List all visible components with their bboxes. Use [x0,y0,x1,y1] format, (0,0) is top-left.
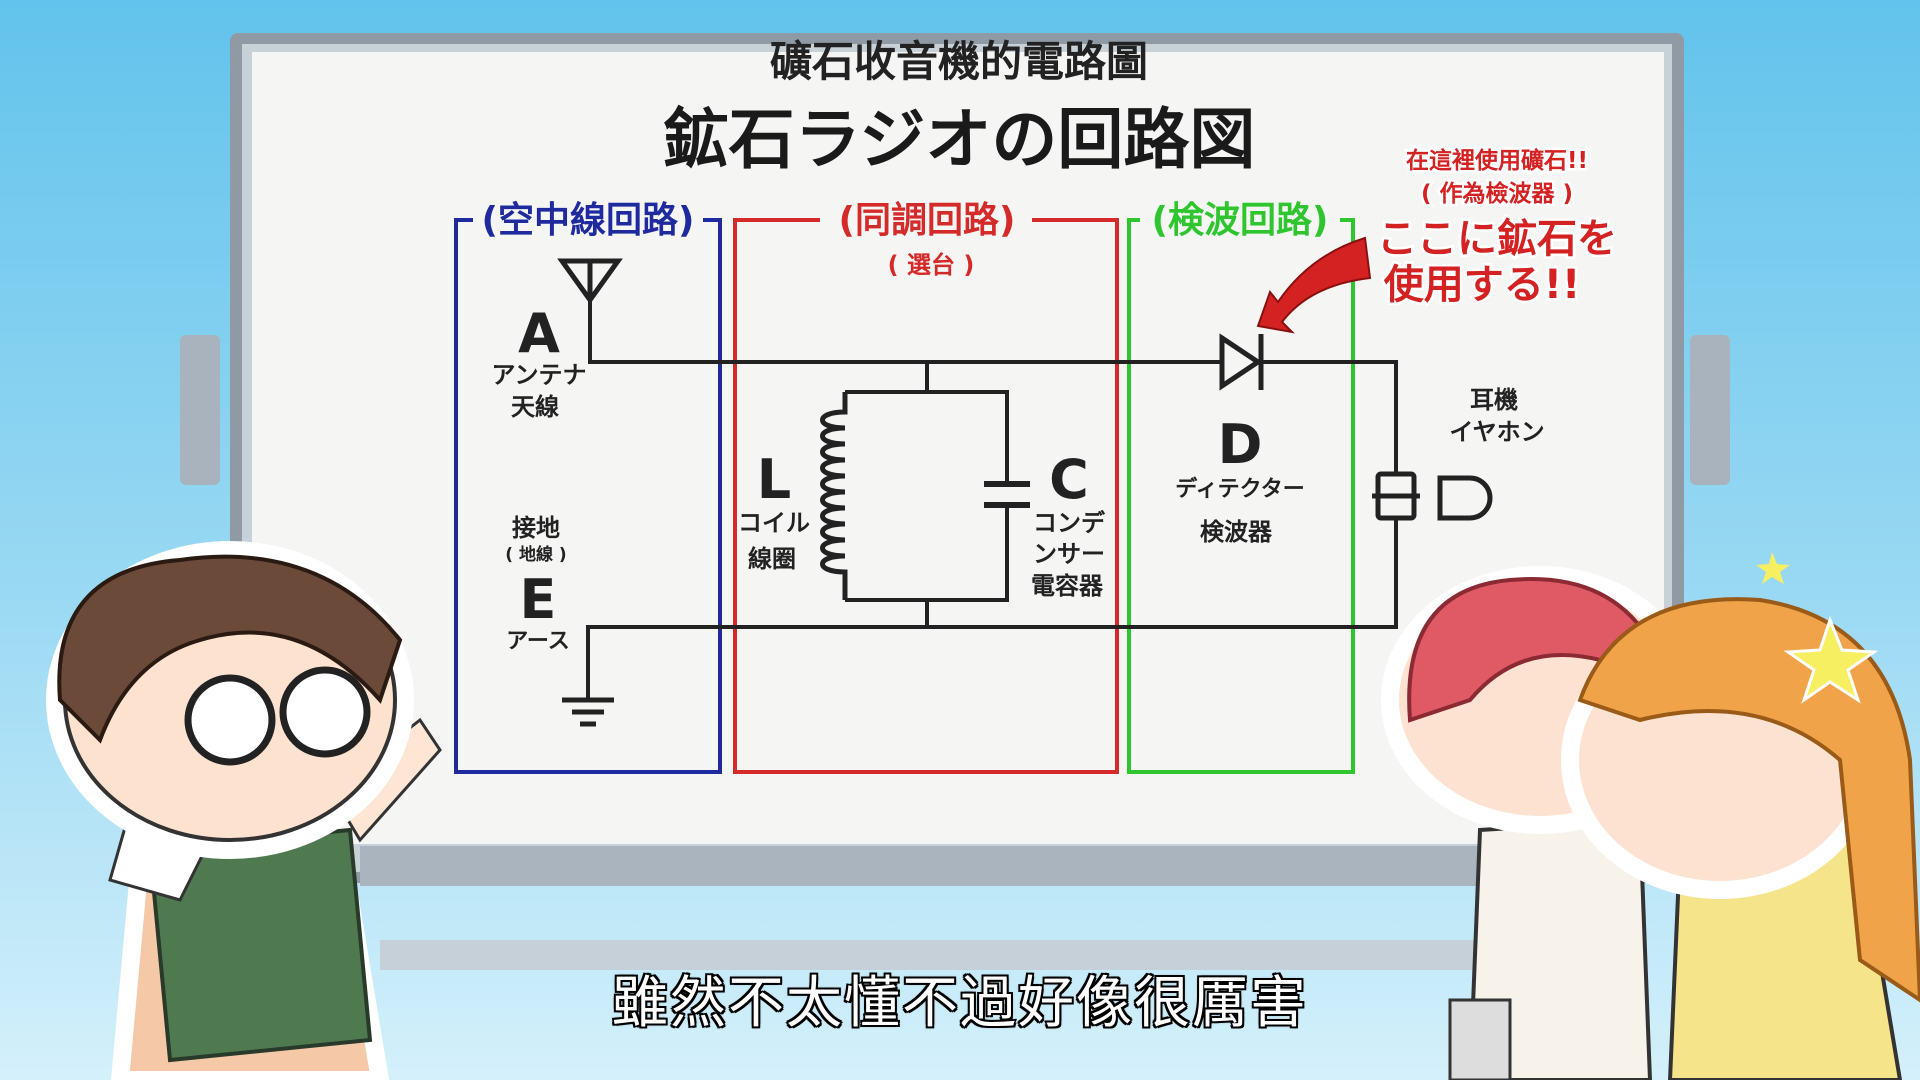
ground-symbol [562,697,614,727]
antenna-ja: アンテナ [491,361,586,389]
title-ja: 鉱石ラジオの回路図 [663,101,1256,178]
capacitor-zh: 電容器 [1031,572,1104,600]
red-arrow-icon [1256,236,1372,334]
capacitor-letter: C [1049,448,1089,511]
earphone-ja: イヤホン [1449,418,1544,446]
character-orange-hair-girl [1561,552,1920,1080]
antenna-circuit-label: (空中線回路) [482,200,695,241]
earphone-zh: 耳機 [1470,386,1518,414]
antenna-zh: 天線 [511,393,559,421]
ground-letter: E [520,568,557,631]
whiteboard [180,33,1730,970]
ground-zh-sub: ( 地線 ) [505,544,566,565]
annotation-zh-1: 在這裡使用礦石!! [1406,147,1588,174]
ground-ja: アース [506,629,570,654]
earphone-symbol [1372,471,1493,521]
antenna-letter: A [518,302,560,365]
bag [1448,998,1512,1080]
sparkle-star-small-icon [1756,552,1790,584]
antenna-symbol [557,258,623,305]
board-stand-right [1690,335,1730,485]
diode-zh: 検波器 [1200,518,1273,546]
diode-ja: ディテクター [1175,476,1305,502]
coil-ja: コイル [738,509,810,537]
glasses-icon [184,666,371,766]
capacitor-symbol [984,481,1030,508]
sparkle-star-icon [1783,615,1879,704]
annotation: 在這裡使用礦石!! ( 作為檢波器 ) ここに鉱石を 使用する!! [1375,145,1620,311]
board-tray [380,940,1540,970]
coil-symbol [820,392,848,600]
coil-zh: 線圈 [748,545,796,573]
tuning-circuit-sublabel: ( 選台 ) [888,251,975,279]
hair [57,554,403,744]
diode-letter: D [1218,413,1263,476]
ground-zh: 接地 [512,514,560,542]
character-glasses-man [46,541,442,1080]
annotation-ja-1: ここに鉱石を [1377,216,1617,262]
annotation-ja-2: 使用する!! [1384,262,1580,308]
diode-symbol [1219,333,1264,391]
annotation-zh-2: ( 作為檢波器 ) [1421,180,1573,207]
board-stand-left [180,335,220,485]
detector-circuit-label: (検波回路) [1152,200,1329,241]
subtitle: 雖然不太懂不過好像很厲害 [611,970,1308,1038]
capacitor-ja-2: ンサー [1033,540,1105,568]
capacitor-ja-1: コンデ [1033,509,1106,537]
coil-letter: L [757,448,791,511]
tuning-circuit-label: (同調回路) [839,200,1016,241]
title-zh: 礦石收音機的電路圖 [770,37,1148,86]
